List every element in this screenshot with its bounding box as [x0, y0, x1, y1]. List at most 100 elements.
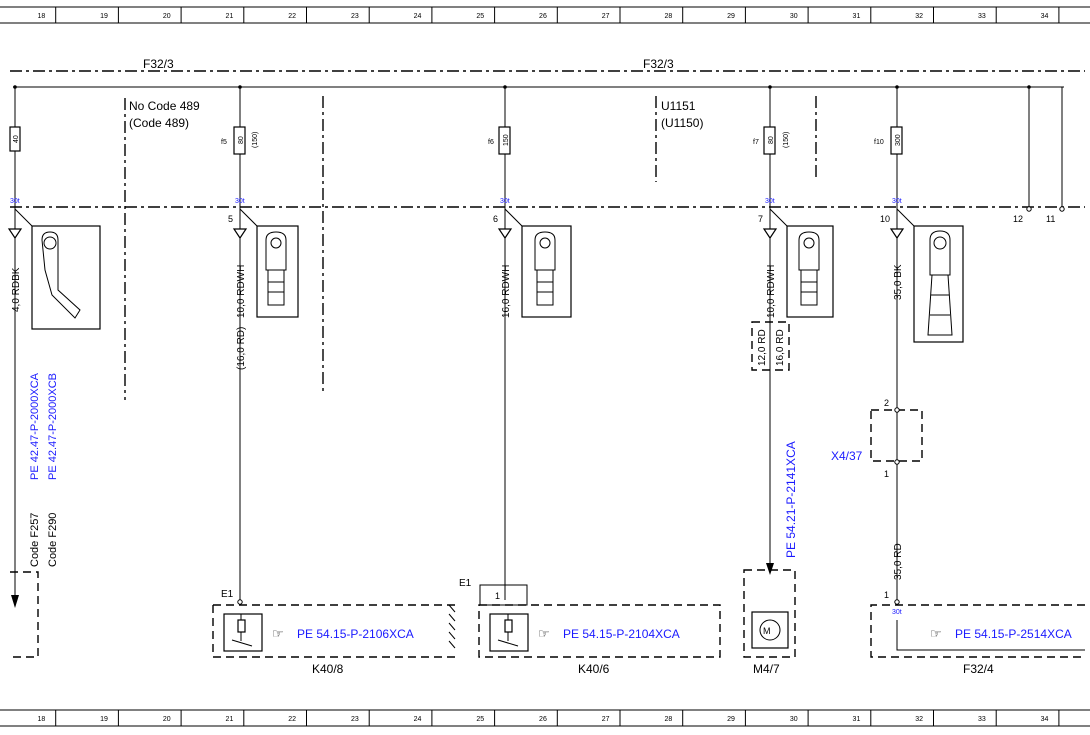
wire-label-4: 10,0 RDWH	[766, 265, 777, 318]
cable-lug-icon	[256, 225, 299, 318]
grid-number: 30	[790, 13, 798, 20]
pin-12: 12	[1013, 214, 1023, 224]
grid-number: 20	[163, 716, 171, 723]
fuse-f10-label: f10	[874, 139, 884, 146]
ref-link-f32-4[interactable]: PE 54.15-P-2514XCA	[955, 627, 1072, 641]
svg-text:1: 1	[884, 590, 889, 600]
grid-number: 27	[602, 716, 610, 723]
grid-number: 23	[351, 716, 359, 723]
wire-label-3: 16,0 RDWH	[501, 265, 512, 318]
svg-text:30t: 30t	[10, 198, 20, 205]
svg-text:30t: 30t	[500, 198, 510, 205]
grid-number: 32	[915, 716, 923, 723]
grid-number: 27	[602, 13, 610, 20]
fuse-box-f32-4: 30t ☞ PE 54.15-P-2514XCA F32/4	[870, 604, 1085, 676]
grid-number: 31	[853, 716, 861, 723]
wire-label-5-alt: 35,0 RD	[893, 543, 904, 580]
grid-number: 24	[414, 716, 422, 723]
relay-k40-8: ☞ PE 54.15-P-2106XCA K40/8	[212, 604, 456, 676]
ref-link-k40-8[interactable]: PE 54.15-P-2106XCA	[297, 627, 414, 641]
grid-number: 25	[476, 716, 484, 723]
svg-text:1: 1	[884, 469, 889, 479]
svg-text:30t: 30t	[765, 198, 775, 205]
branch-2: 10,0 RDWH (16,0 RD) E1	[221, 207, 299, 605]
branch-4: 10,0 RDWH 12,0 RD 16,0 RD PE 54.21-P-214…	[751, 207, 834, 575]
svg-text:M: M	[763, 626, 771, 636]
grid-number: 28	[664, 716, 672, 723]
relay-icon	[237, 619, 246, 633]
pin-7: 7	[758, 214, 763, 224]
svg-text:80: 80	[768, 136, 775, 144]
fuse-f7: 80 f7 (150) 30t	[753, 87, 790, 207]
fuse-f6: 150 f6 30t	[488, 87, 511, 207]
svg-text:(150): (150)	[252, 132, 259, 148]
svg-text:30t: 30t	[235, 198, 245, 205]
grid-number: 30	[790, 716, 798, 723]
svg-text:(150): (150)	[783, 132, 790, 148]
condition-u1150: (U1150)	[661, 116, 703, 130]
svg-text:150: 150	[503, 134, 510, 146]
motor-m4-7: M M4/7	[743, 569, 796, 676]
svg-text:300: 300	[895, 134, 902, 146]
grid-number: 19	[100, 716, 108, 723]
branch-1: 4,0 RDBK PE 42.47-P-2000XCA PE 42.47-P-2…	[7, 207, 101, 658]
fuse-f10: 300 f10 30t	[874, 87, 903, 207]
wire-label-5: 35,0 BK	[893, 264, 904, 300]
code-f257: Code F257	[29, 513, 41, 567]
grid-number: 26	[539, 716, 547, 723]
pin-10: 10	[880, 214, 890, 224]
cable-lug-icon	[786, 225, 834, 318]
condition-code-489: (Code 489)	[129, 116, 189, 130]
ref-link-k40-6[interactable]: PE 54.15-P-2104XCA	[563, 627, 680, 641]
component-k40-6: K40/6	[578, 662, 610, 676]
svg-text:30t: 30t	[892, 609, 902, 616]
grid-number: 29	[727, 13, 735, 20]
branch-5: 35,0 BK 2 1 X4/37 35,0 RD 1	[831, 207, 964, 605]
ref-link-left-1[interactable]: PE 42.47-P-2000XCA	[29, 372, 41, 480]
grid-number: 22	[288, 13, 296, 20]
grid-number: 18	[37, 13, 45, 20]
wire-label-2: 10,0 RDWH	[236, 265, 247, 318]
component-f32-4: F32/4	[963, 662, 994, 676]
wire-label-1: 4,0 RDBK	[11, 267, 22, 312]
e1-label-k40-6: E1	[459, 578, 472, 589]
grid-number: 33	[978, 13, 986, 20]
grid-number: 19	[100, 13, 108, 20]
grid-number: 34	[1041, 13, 1049, 20]
relay-k40-6: ☞ PE 54.15-P-2104XCA K40/6	[478, 604, 721, 676]
ref-link-m4-7-vertical[interactable]: PE 54.21-P-2141XCA	[784, 441, 798, 558]
f32-3-label-left: F32/3	[143, 57, 174, 71]
pin-5: 5	[228, 214, 233, 224]
f32-3-label-right: F32/3	[643, 57, 674, 71]
fuse-f5-label: f5	[221, 139, 227, 146]
pin-11: 11	[1046, 214, 1055, 224]
cable-lug-icon	[521, 225, 572, 318]
grid-number: 21	[226, 13, 234, 20]
fuse-f7-label: f7	[753, 139, 759, 146]
code-f290: Code F290	[47, 513, 59, 567]
grid-number: 24	[414, 13, 422, 20]
grid-number: 32	[915, 13, 923, 20]
svg-text:30t: 30t	[892, 198, 902, 205]
fuse-f6-label: f6	[488, 139, 494, 146]
grid-number: 18	[37, 716, 45, 723]
ref-link-left-2[interactable]: PE 42.47-P-2000XCB	[47, 373, 59, 480]
wire-label-2-alt: (16,0 RD)	[236, 327, 247, 370]
grid-number: 22	[288, 716, 296, 723]
ref-link-x4-37[interactable]: X4/37	[831, 449, 863, 463]
cable-lug-icon	[31, 225, 101, 330]
e1-label-k40-8: E1	[221, 589, 234, 600]
wire-label-4-alt-2: 16,0 RD	[775, 329, 786, 366]
condition-no-code-489: No Code 489	[129, 99, 200, 113]
grid-number: 31	[853, 13, 861, 20]
fuse-f5: 80 f5 (150) 30t	[221, 87, 259, 207]
grid-number: 29	[727, 716, 735, 723]
motor-icon	[759, 619, 781, 641]
grid-number: 34	[1041, 716, 1049, 723]
svg-text:2: 2	[884, 398, 889, 408]
pointing-hand-icon: ☞	[538, 626, 550, 641]
grid-number: 23	[351, 13, 359, 20]
